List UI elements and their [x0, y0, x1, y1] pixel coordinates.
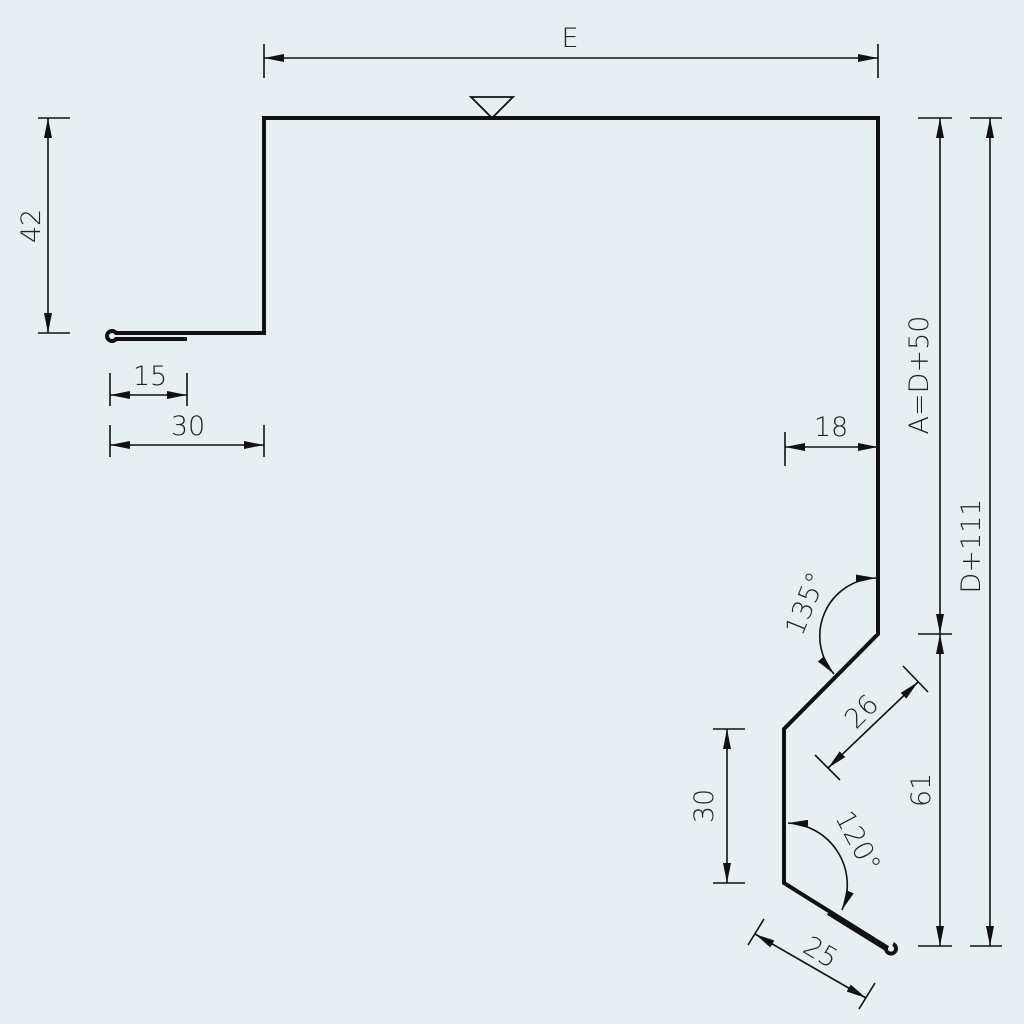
label-30-left: 30	[171, 411, 205, 442]
label-61: 61	[906, 773, 937, 807]
angle-135: 135°	[780, 568, 877, 675]
dimension-15: 15	[109, 361, 188, 406]
dimension-a: A=D+50	[904, 117, 952, 635]
label-e: E	[561, 23, 578, 54]
label-25: 25	[798, 931, 843, 975]
reference-triangle-icon	[468, 96, 516, 120]
dimension-61: 61	[906, 634, 952, 947]
label-120: 120°	[829, 806, 887, 878]
dimension-e: E	[263, 23, 879, 78]
label-135: 135°	[780, 568, 833, 640]
dimension-18: 18	[784, 412, 878, 466]
label-18: 18	[814, 412, 848, 443]
dimension-30-left: 30	[109, 411, 265, 457]
label-total: D+111	[956, 499, 987, 594]
label-42: 42	[16, 209, 47, 243]
dimension-42: 42	[16, 117, 70, 334]
dimension-total: D+111	[956, 117, 1002, 947]
label-a: A=D+50	[904, 316, 935, 435]
dimension-30-drip: 30	[689, 728, 745, 884]
label-15: 15	[133, 361, 167, 392]
label-30-drip: 30	[689, 789, 720, 823]
label-26: 26	[839, 689, 885, 735]
profile-outline	[105, 116, 898, 956]
